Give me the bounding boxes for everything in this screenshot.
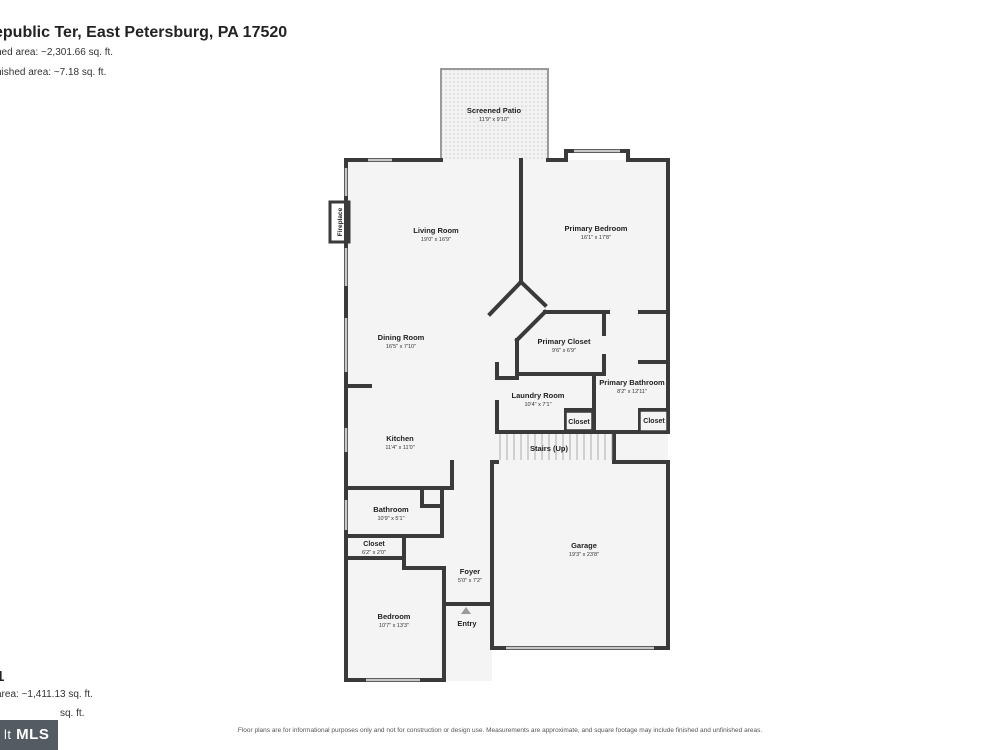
primary-bathroom-dims: 8'2" x 12'11": [617, 389, 647, 395]
dining-room-dims: 16'5" x 7'10": [386, 344, 416, 350]
bedroom-label: Bedroom: [378, 612, 411, 621]
kitchen-dims: 11'4" x 11'0": [385, 445, 414, 451]
windows: [344, 149, 654, 682]
stair-treads: [499, 434, 613, 460]
screened-patio-floor: [441, 69, 548, 160]
primary-bathroom-label: Primary Bathroom: [599, 378, 665, 387]
living-room-dims: 19'0" x 16'9": [421, 237, 451, 243]
foyer-dims: 5'0" x 7'2": [458, 578, 482, 584]
entry-arrow-icon: [461, 607, 471, 614]
dining-room-label: Dining Room: [378, 333, 425, 342]
primary-closet-dims: 9'6" x 6'9": [552, 348, 576, 354]
bathroom-dims: 10'9" x 5'1": [377, 516, 404, 522]
level-area-text: area: ~1,411.13 sq. ft.: [0, 689, 93, 700]
bathroom-label: Bathroom: [373, 505, 409, 514]
finished-area-text: hed area: ~2,301.66 sq. ft.: [0, 47, 114, 58]
bedroom-dims: 10'7" x 13'3": [379, 623, 409, 629]
unfinished-area-text: nished area: ~7.18 sq. ft.: [0, 67, 107, 78]
foyer-label: Foyer: [460, 567, 481, 576]
garage-dims: 19'3" x 23'8": [569, 552, 599, 558]
property-address-title: epublic Ter, East Petersburg, PA 17520: [0, 24, 288, 41]
disclaimer-text: Floor plans are for informational purpos…: [237, 727, 763, 734]
entry-label: Entry: [457, 619, 477, 628]
garage-label: Garage: [571, 541, 597, 550]
laundry-room-dims: 10'4" x 7'1": [524, 402, 551, 408]
laundry-closet-label: Closet: [568, 419, 590, 426]
living-room-label: Living Room: [413, 226, 459, 235]
screened-patio-frame: [440, 68, 549, 160]
level-label: 1: [0, 668, 5, 685]
stairs-label: Stairs (Up): [530, 444, 568, 453]
mls-badge-prefix: lt: [4, 727, 12, 742]
hall-closet-dims: 6'2" x 2'0": [362, 550, 386, 556]
screened-patio-label: Screened Patio: [467, 106, 522, 115]
mls-badge: lt MLS: [0, 720, 58, 750]
bath-closet-label: Closet: [643, 418, 665, 425]
mls-badge-label: MLS: [16, 726, 50, 743]
primary-bedroom-dims: 16'1" x 17'8": [581, 235, 611, 241]
floor-fill: [346, 69, 668, 681]
level-other-area-text: sq. ft.: [60, 708, 85, 719]
primary-closet-label: Primary Closet: [538, 337, 591, 346]
laundry-room-label: Laundry Room: [512, 391, 565, 400]
fireplace-label: Fireplace: [337, 207, 344, 236]
screened-patio-dims: 11'9" x 9'10": [479, 117, 509, 123]
laundry-closet-box: [565, 411, 593, 431]
kitchen-label: Kitchen: [386, 434, 414, 443]
hall-closet-label: Closet: [363, 541, 385, 548]
bath-closet-box: [639, 410, 668, 432]
primary-bedroom-label: Primary Bedroom: [565, 224, 628, 233]
